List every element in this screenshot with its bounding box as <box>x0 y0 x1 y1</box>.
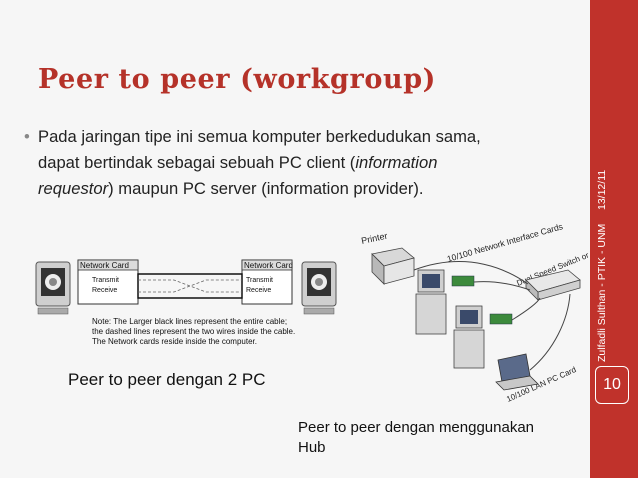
left-receive-label: Receive <box>92 287 117 294</box>
right-transmit-label: Transmit <box>246 277 273 284</box>
nic-label: 10/100 Network Interface Cards <box>446 221 564 264</box>
peer-to-peer-hub-diagram: Printer 10/100 Network Interface Cards D… <box>360 221 590 404</box>
caption-2pc: Peer to peer dengan 2 PC <box>68 370 266 389</box>
caption-hub-line1: Peer to peer dengan menggunakan <box>298 419 535 436</box>
sidebar-text: 13/12/11 Zulfadli Sulthan - PTIK - UNM <box>596 170 614 370</box>
computer2-icon <box>453 305 513 369</box>
bullet-dot-icon: • <box>24 127 30 146</box>
page-number: 10 <box>595 366 629 404</box>
caption-hub-line2: Hub <box>298 439 326 456</box>
caption-hub: Peer to peer dengan menggunakan Hub <box>298 418 534 458</box>
computer1-icon <box>415 269 475 335</box>
right-card-label: Network Card <box>244 261 293 270</box>
note-line2: the dashed lines represent the two wires… <box>92 327 295 336</box>
bullet-line3: ) maupun PC server (information provider… <box>108 179 424 198</box>
bullet-text: Pada jaringan tipe ini semua komputer be… <box>38 124 584 202</box>
slide-author: Zulfadli Sulthan - PTIK - UNM <box>596 223 608 362</box>
note-line1: Note: The Larger black lines represent t… <box>92 317 287 326</box>
nic1-icon <box>451 275 475 287</box>
transmit-wire <box>138 279 242 293</box>
right-receive-label: Receive <box>246 287 271 294</box>
bullet-line2-italic: information <box>355 153 438 172</box>
peer-to-peer-2pc-diagram: Network Card Transmit Receive Network Ca… <box>35 259 337 346</box>
left-card-label: Network Card <box>80 261 129 270</box>
switch-icon <box>525 269 581 301</box>
note-line3: The Network cards reside inside the comp… <box>92 337 257 346</box>
receive-wire <box>138 279 242 293</box>
laptop-icon <box>495 353 539 391</box>
right-computer-icon <box>301 261 337 315</box>
slide-title: Peer to peer (workgroup) <box>38 64 437 95</box>
slide-date: 13/12/11 <box>596 169 608 210</box>
cable <box>137 273 243 299</box>
bullet-point: • Pada jaringan tipe ini semua komputer … <box>24 124 584 202</box>
bullet-line1: Pada jaringan tipe ini semua komputer be… <box>38 127 481 146</box>
left-transmit-label: Transmit <box>92 277 119 284</box>
bullet-line3-italic: requestor <box>38 179 109 198</box>
printer-icon <box>371 247 415 285</box>
left-computer-icon <box>35 261 71 315</box>
nic2-icon <box>489 313 513 325</box>
printer-label: Printer <box>360 231 388 246</box>
bullet-line2: dapat bertindak sebagai sebuah PC client… <box>38 153 356 172</box>
